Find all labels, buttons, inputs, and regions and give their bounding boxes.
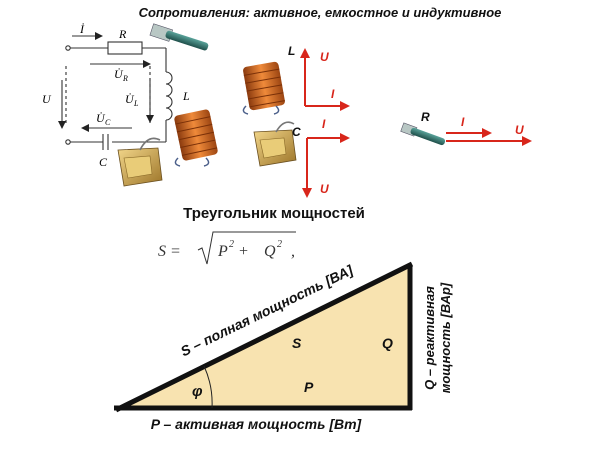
phasor-l-current-label: I: [331, 87, 335, 101]
formula-lhs: S =: [158, 243, 181, 260]
formula-p: P: [217, 243, 228, 260]
terminal-top: [65, 45, 71, 51]
triangle-hypotenuse-side: [114, 261, 414, 413]
phasor-resistive: [446, 128, 532, 146]
phasor-l-voltage-label: U: [320, 50, 329, 64]
circuit-voltage-l-sub: L: [133, 99, 139, 108]
power-triangle-heading: Треугольник мощностей: [183, 205, 365, 222]
vertical-label-line1: Q – реактивная: [422, 286, 437, 390]
phasor-r-voltage-label: U: [515, 123, 524, 137]
loop-dashed: [65, 66, 151, 124]
phasor-r-current-label: I: [461, 115, 465, 129]
angle-arc: [203, 365, 213, 409]
formula-sqrt-sign: [197, 231, 296, 265]
phasor-inductive: [300, 48, 350, 111]
base-label: P – активная мощность [Вт]: [151, 416, 363, 432]
capacitor-illustration-left: [117, 137, 163, 187]
terminal-bottom: [65, 139, 71, 145]
phasor-c-element-label: C: [292, 125, 301, 139]
inductor-illustration-middle: [242, 61, 285, 115]
resistor-illustration-right: [400, 122, 446, 146]
phasor-c-current-label: I: [322, 117, 326, 131]
capacitor-illustration-middle: [253, 121, 297, 167]
vertical-label-line2: мощность [ВАр]: [438, 282, 453, 393]
phasor-r-element-label: R: [421, 110, 430, 124]
circuit-voltage-l-label: U̇: [125, 92, 135, 106]
triangle-inner-s: S: [292, 335, 302, 351]
resistor-symbol: [107, 41, 143, 55]
formula-q: Q: [264, 243, 276, 260]
angle-phi-label: φ: [192, 383, 203, 400]
circuit-voltage-r-sub: R: [122, 74, 128, 83]
formula-p-exp: 2: [229, 239, 234, 250]
formula-q-exp: 2: [277, 239, 282, 250]
triangle-inner-q: Q: [382, 335, 393, 351]
circuit-voltage-c-sub: C: [105, 118, 111, 127]
circuit-voltage-c-label: U̇: [96, 111, 106, 125]
triangle-inner-p: P: [304, 379, 314, 395]
inductor-symbol: [165, 71, 173, 121]
circuit-capacitor-label: C: [99, 155, 108, 169]
circuit-current-label: İ: [79, 22, 85, 36]
resistor-illustration-top: [149, 23, 209, 51]
phasor-l-element-label: L: [288, 44, 295, 58]
phasor-c-voltage-label: U: [320, 182, 329, 196]
circuit-voltage-total-label: U: [42, 92, 52, 106]
circuit-inductor-label: L: [182, 89, 190, 103]
power-formula: S = P 2 + Q 2 ,: [158, 231, 296, 265]
page-title: Сопротивления: активное, емкостное и инд…: [139, 5, 502, 20]
circuit-resistor-label: R: [118, 27, 127, 41]
inductor-illustration-left: [174, 109, 218, 167]
formula-tail: ,: [291, 243, 295, 260]
circuit-schematic: [58, 32, 173, 150]
phasor-capacitive: [302, 133, 350, 198]
circuit-voltage-r-label: U̇: [114, 67, 124, 81]
formula-plus: +: [238, 243, 249, 260]
